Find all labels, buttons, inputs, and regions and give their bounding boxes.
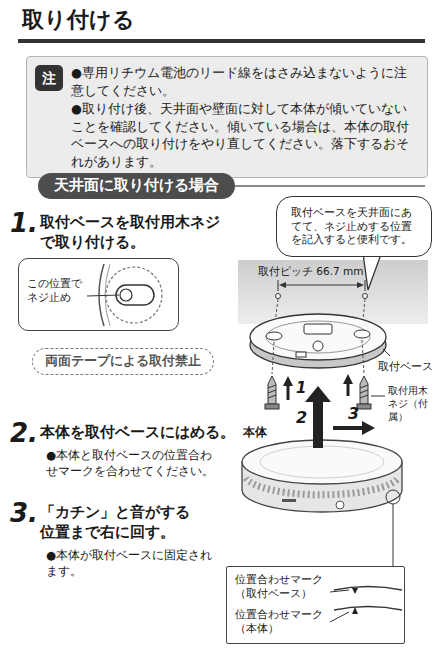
caution-box: ●専用リチウム電池のリード線をはさみ込まないように注意してください。●取り付け後… — [26, 56, 428, 178]
dimension-arrowhead — [357, 282, 364, 288]
leader-line — [383, 349, 390, 356]
dimension-line — [284, 285, 359, 286]
test-button — [336, 501, 344, 509]
screw-thread — [360, 385, 368, 398]
title-rule — [18, 39, 425, 43]
part-label: 本体 — [243, 425, 267, 440]
step-note: ●本体と取付ベースの位置合わせマークを合わせてください。 — [46, 447, 218, 479]
body-ring — [260, 446, 384, 478]
guide-line — [362, 340, 364, 374]
screw-position-detail — [87, 264, 162, 326]
screw-shank — [268, 376, 276, 404]
dimension-label: 取付ピッチ 66.7 mm — [258, 265, 364, 279]
part-label: 位置合わせマーク（取付ベース） — [235, 573, 327, 602]
screw-shank — [360, 376, 368, 404]
caution-text: ●専用リチウム電池のリード線をはさみ込まないように注意してください。 — [71, 64, 419, 99]
turn-arrowhead — [362, 421, 375, 435]
step-arrow — [347, 382, 350, 396]
step-number: 3. — [10, 497, 38, 531]
step-note: ●本体が取付ベースに固定されます。 — [46, 547, 218, 579]
tip-text: 取付ベースを天井面にあてて、ネジ止めする位置を記入すると便利です。 — [291, 206, 417, 247]
detector-body — [242, 440, 402, 566]
step-arrowhead — [283, 376, 293, 386]
caution-text: ●取り付け後、天井面や壁面に対して本体が傾いていないことを確認してください。傾い… — [71, 100, 419, 170]
step-number: 2. — [10, 417, 38, 451]
step-arrowhead — [343, 374, 353, 384]
guide-line — [272, 342, 274, 374]
section-rule — [220, 185, 425, 187]
body-mark — [282, 499, 296, 502]
keyhole-slot — [266, 332, 282, 340]
detail-marker — [386, 490, 400, 504]
mount-arrows — [305, 386, 375, 448]
leader-line — [330, 590, 349, 592]
base-edge — [334, 587, 402, 591]
warning-text: 両面テープによる取付禁止 — [45, 353, 201, 369]
push-arrow — [305, 386, 331, 448]
body-alignment-mark — [352, 607, 358, 614]
part-label: 位置合わせマーク（本体） — [235, 608, 327, 637]
callout-number: 1 — [296, 379, 306, 399]
turn-arrow — [333, 426, 364, 430]
base-alignment-mark — [352, 588, 358, 594]
screw-mark — [363, 294, 368, 299]
dimension-tick — [365, 280, 366, 291]
mounting-base — [250, 314, 390, 368]
tip-bubble: 取付ベースを天井面にあてて、ネジ止めする位置を記入すると便利です。 — [276, 196, 432, 257]
alignment-mark-detail — [330, 587, 402, 623]
caution-icon: 注 — [35, 65, 63, 91]
base-hole — [313, 341, 323, 351]
dimension-tick — [278, 280, 279, 291]
screw-thread — [268, 385, 276, 398]
step-number: 1. — [10, 207, 38, 241]
part-label: 取付用木ネジ（付属） — [388, 384, 430, 423]
page-title: 取り付ける — [22, 7, 135, 33]
dimension-arrowhead — [279, 282, 286, 288]
keyhole-slot — [116, 285, 154, 305]
leader-line — [371, 396, 385, 397]
step-heading: 本体を取付ベースにはめる。 — [40, 422, 238, 442]
leader-line — [393, 504, 394, 566]
callout-number: 3 — [348, 404, 359, 425]
part-label: 取付ベース — [378, 360, 433, 374]
body-edge — [334, 607, 402, 611]
leader-line — [87, 295, 119, 296]
screw-mark — [276, 294, 281, 299]
screw-head — [265, 404, 279, 409]
detail-box: この位置でネジ止め — [18, 258, 179, 331]
base-ring — [266, 321, 370, 353]
warning-oval: 両面テープによる取付禁止 — [32, 348, 214, 375]
section-heading: 天井面に取り付ける場合 — [54, 176, 219, 196]
base-face — [250, 314, 386, 360]
leader-line — [330, 612, 349, 622]
icon-text: 注 — [42, 69, 56, 87]
screw-hole — [120, 289, 132, 301]
keyhole-slot — [354, 330, 370, 338]
step-arrow — [287, 384, 290, 400]
detail-box: 位置合わせマーク（取付ベース） 位置合わせマーク（本体） — [226, 566, 405, 644]
base-clip — [304, 324, 332, 334]
base-tab — [296, 352, 306, 357]
step-heading: 「カチン」と音がする位置まで右に回す。 — [40, 502, 200, 543]
step-heading: 取付ベースを取付用木ネジで取り付ける。 — [40, 212, 230, 253]
section-band: 天井面に取り付ける場合 — [38, 173, 235, 199]
callout-number: 2 — [296, 408, 307, 429]
detail-text: この位置でネジ止め — [27, 277, 83, 306]
